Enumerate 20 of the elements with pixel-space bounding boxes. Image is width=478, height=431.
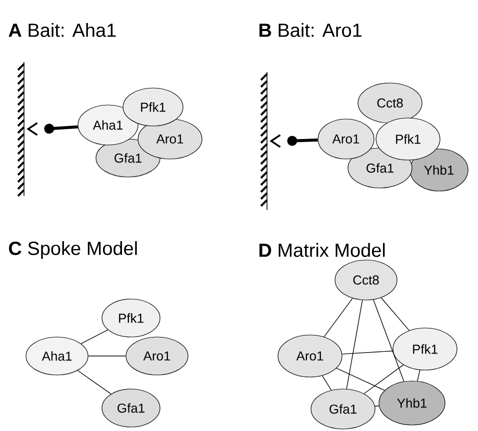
interaction-line <box>380 297 410 331</box>
interaction-line <box>364 364 404 394</box>
interaction-line <box>324 298 353 338</box>
bait-linker <box>26 122 78 136</box>
interaction-line <box>322 375 332 390</box>
interaction-line <box>346 300 363 390</box>
panel-heading: C Spoke Model <box>8 241 137 259</box>
hatched-wall <box>260 72 268 210</box>
interaction-line <box>77 370 112 394</box>
panel-heading: D Matrix Model <box>259 243 385 257</box>
interaction-line <box>416 370 420 382</box>
interaction-line <box>373 299 404 382</box>
interaction-line <box>80 330 108 344</box>
interaction-line <box>374 406 380 407</box>
hatched-wall <box>17 62 25 197</box>
interaction-line <box>342 350 394 354</box>
interaction-line <box>336 368 385 391</box>
bait-linker <box>270 134 318 148</box>
panel-heading: A Bait: Aha1 <box>8 23 116 37</box>
panel-heading: B Bait: Aro1 <box>259 23 362 37</box>
